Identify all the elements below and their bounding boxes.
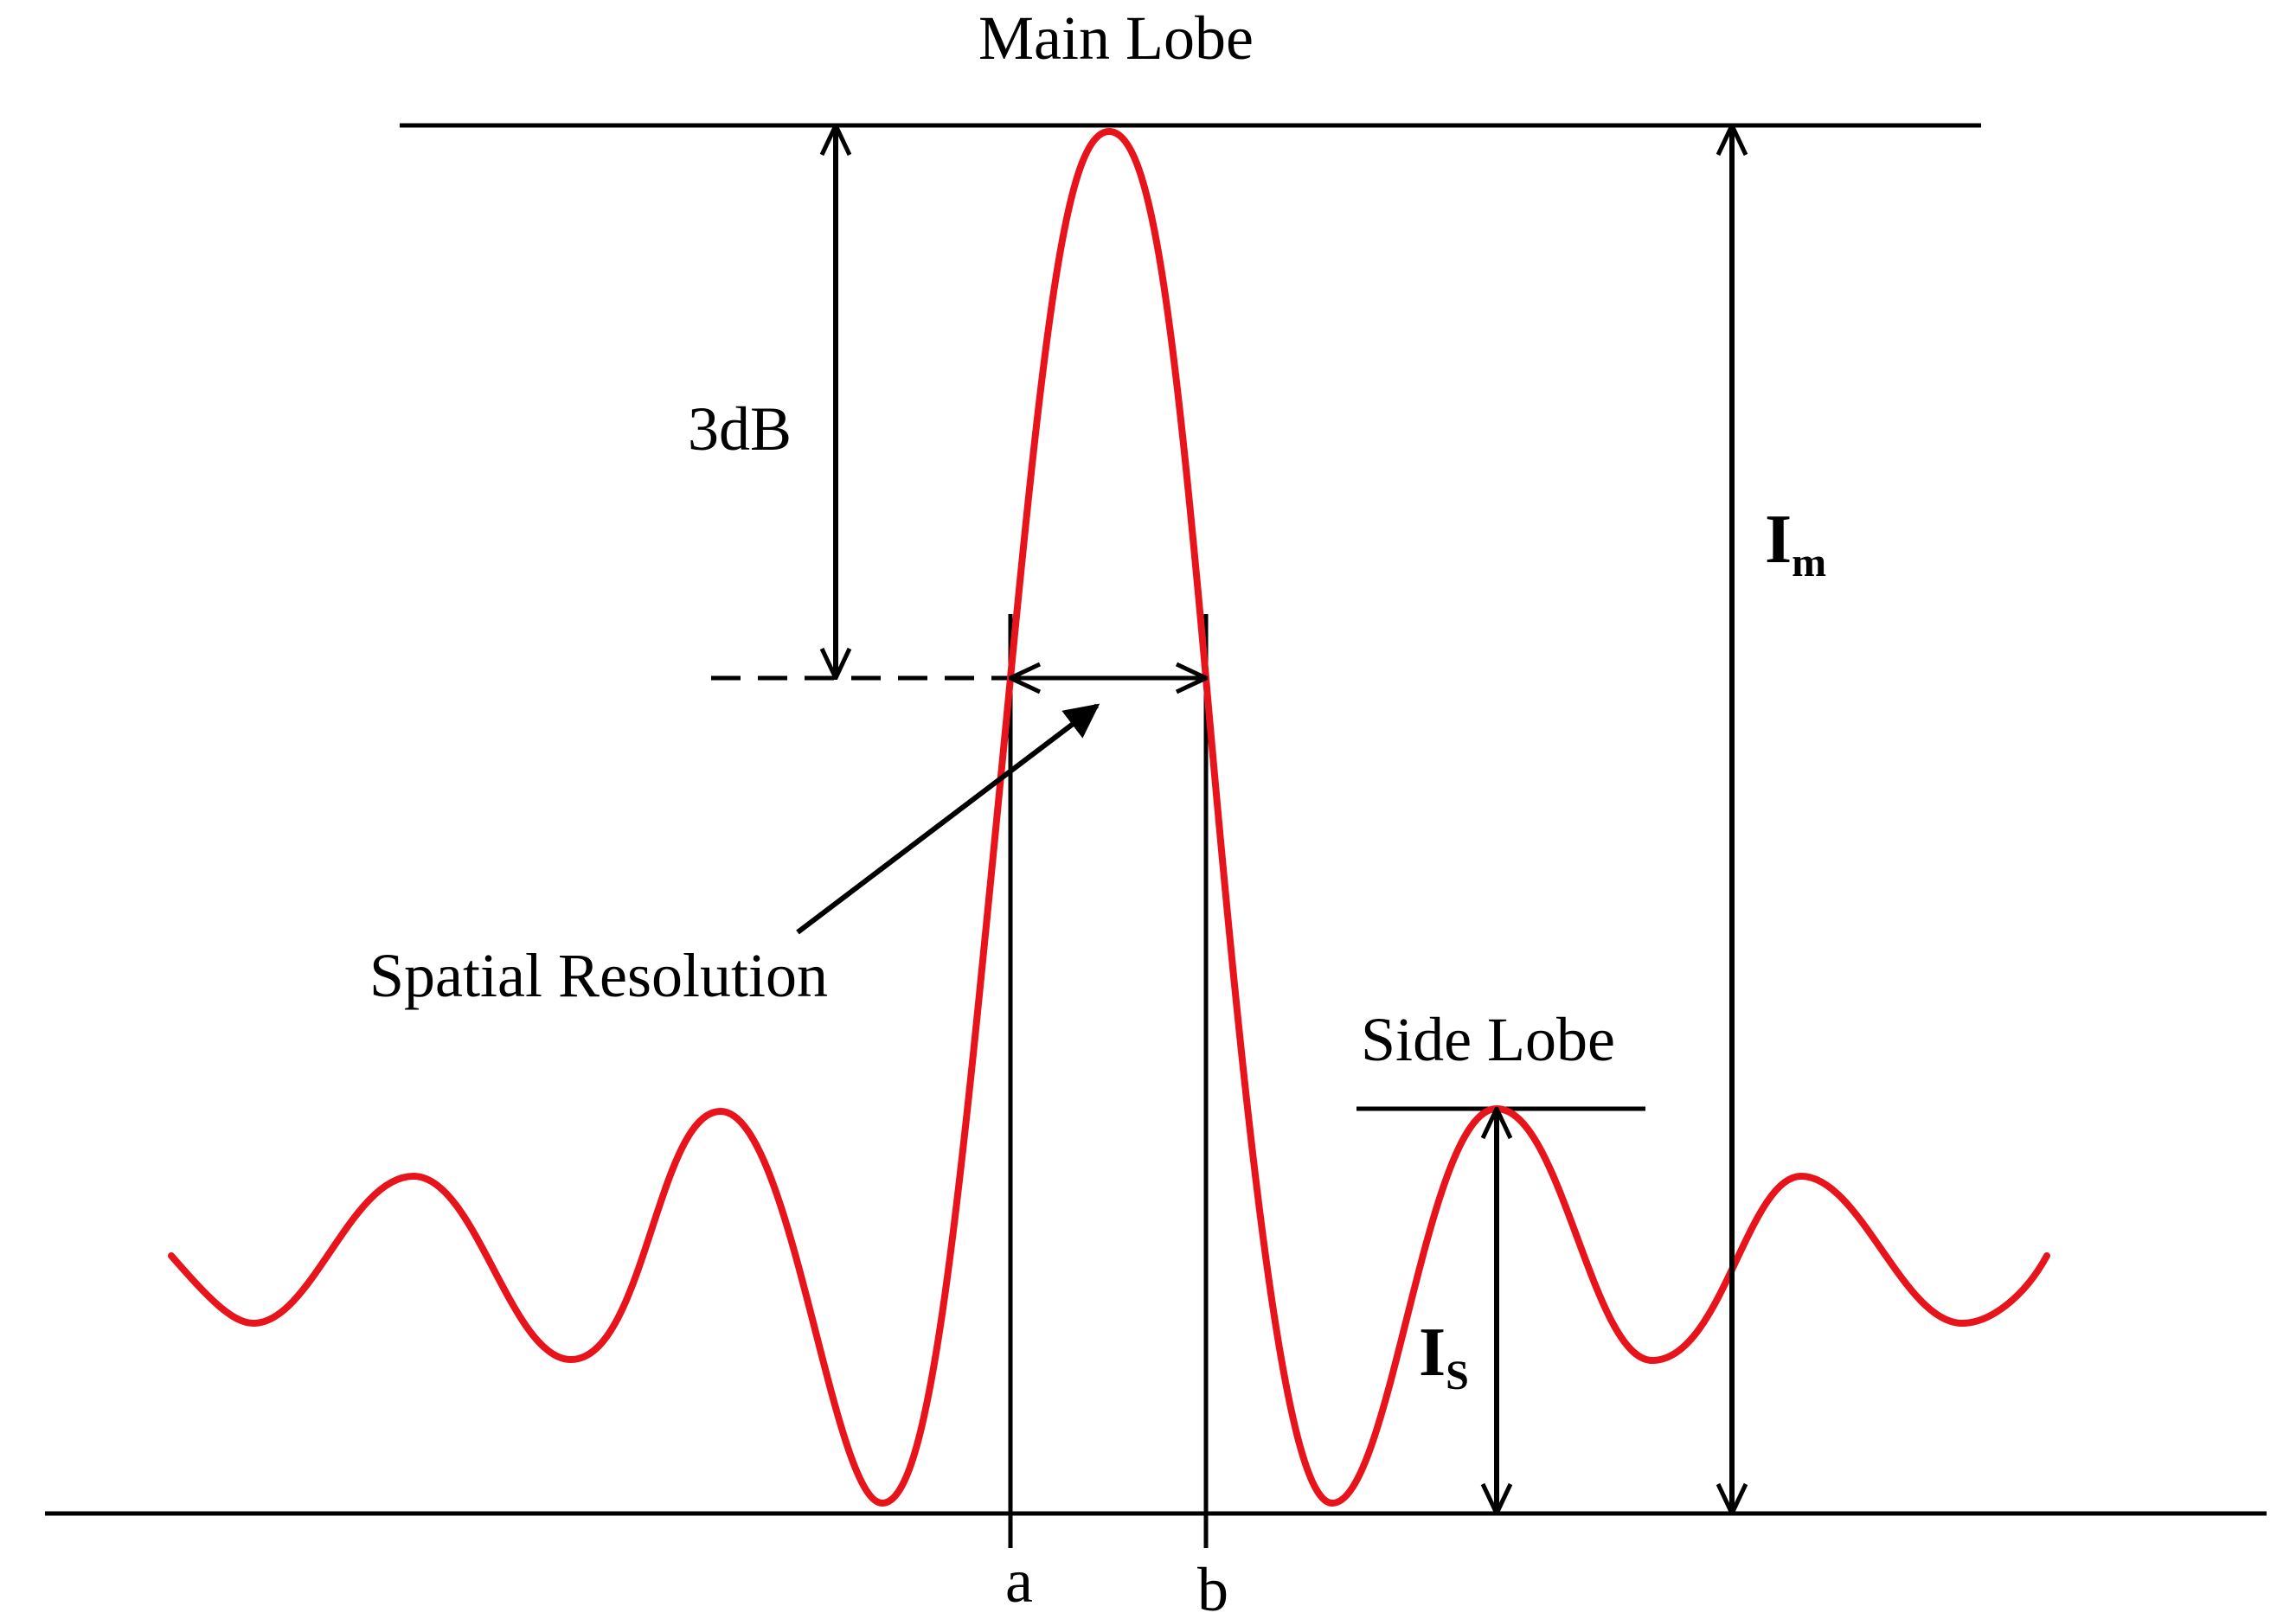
spatial-resolution-label: Spatial Resolution bbox=[369, 941, 828, 1010]
three-db-label: 3dB bbox=[688, 394, 792, 464]
point-a-label: a bbox=[1005, 1546, 1033, 1616]
sinc-curve bbox=[168, 128, 2050, 1507]
side-lobe-label: Side Lobe bbox=[1361, 1005, 1615, 1074]
is-label: IS bbox=[1419, 1315, 1469, 1398]
im-label: Im bbox=[1765, 502, 1826, 586]
spatial-resolution-pointer bbox=[796, 703, 1100, 935]
point-b-label: b bbox=[1197, 1555, 1228, 1619]
main-lobe-label: Main Lobe bbox=[978, 3, 1254, 73]
